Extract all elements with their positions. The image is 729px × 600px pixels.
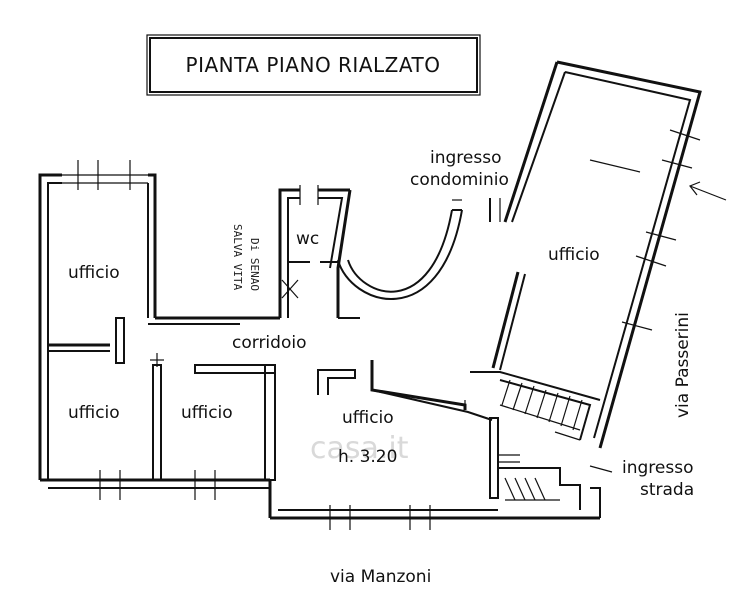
label-ufficio-mid-left: ufficio	[68, 403, 120, 423]
label-ufficio-top-left: ufficio	[68, 263, 120, 283]
label-ingresso-strada-1: ingresso	[622, 458, 693, 478]
label-wc: wc	[296, 229, 319, 249]
label-via-passerini: via Passerini	[673, 312, 693, 418]
label-ingresso-strada-2: strada	[640, 480, 694, 500]
label-ufficio-center-left: ufficio	[181, 403, 233, 423]
entrance-curve	[337, 198, 501, 300]
staircase	[470, 371, 601, 441]
label-ufficio-right: ufficio	[548, 245, 600, 265]
wc-walls	[240, 185, 360, 320]
right-block-walls	[491, 60, 727, 449]
label-via-manzoni: via Manzoni	[330, 567, 431, 587]
left-block-walls	[38, 160, 276, 500]
label-height: h. 3.20	[338, 447, 397, 467]
plan-title: PIANTA PIANO RIALZATO	[186, 53, 441, 77]
label-corridoio: corridoio	[232, 333, 306, 353]
label-ufficio-main: ufficio	[342, 408, 394, 428]
handwritten-line2: SALVA VITA	[231, 224, 244, 291]
watermark: casa.it	[310, 431, 409, 466]
title-box: PIANTA PIANO RIALZATO	[146, 34, 481, 96]
label-ingresso-condominio-1: ingresso	[430, 148, 501, 168]
main-office-walls	[268, 360, 601, 530]
handwritten-line1: Di SENAO	[248, 238, 261, 291]
label-ingresso-condominio-2: condominio	[410, 170, 509, 190]
